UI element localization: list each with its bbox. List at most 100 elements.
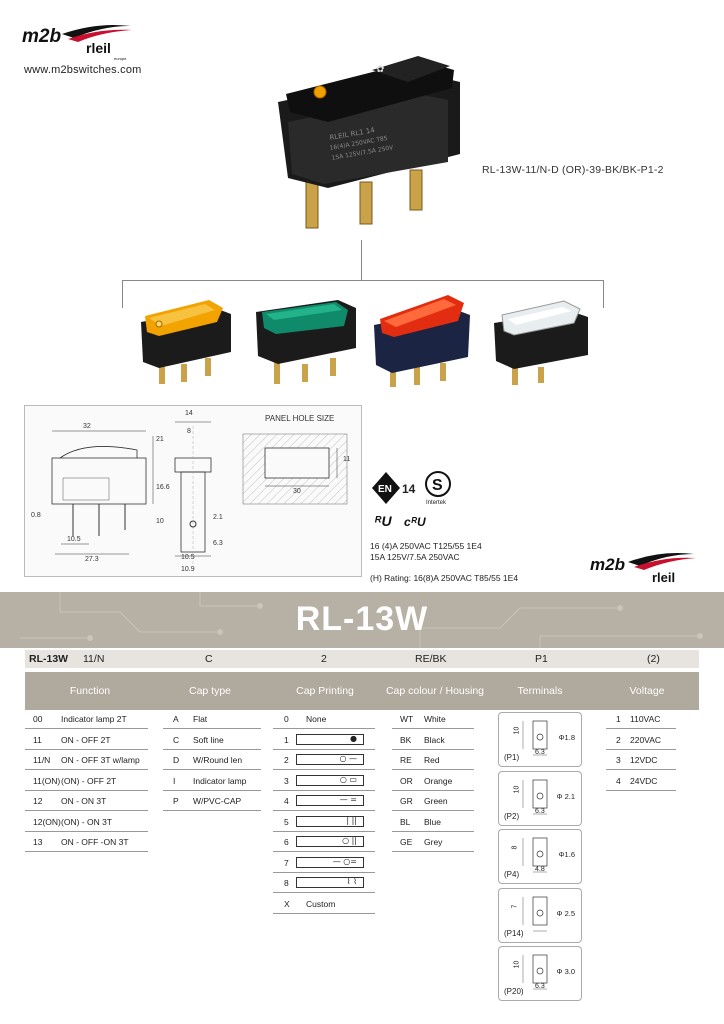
- code-voltage: (2): [647, 653, 660, 665]
- header-cap-type: Cap type: [188, 685, 232, 697]
- cap-type-row-code: I: [173, 775, 176, 786]
- code-cap-type: C: [205, 653, 213, 665]
- tree-bar: [122, 280, 604, 281]
- voltage-row-code: 4: [616, 775, 621, 786]
- colour-row-divider: [392, 830, 474, 832]
- header-terminals: Terminals: [517, 685, 563, 697]
- terminal-drawing: [522, 896, 548, 931]
- terminal-drawing: [522, 720, 548, 756]
- cap-type-row-desc: Flat: [193, 714, 208, 724]
- printing-row-divider: [273, 789, 375, 791]
- printing-sample-symbol: — =: [339, 795, 357, 804]
- svg-text:EN: EN: [378, 484, 392, 495]
- printing-sample-symbol: ○ ||: [342, 836, 357, 845]
- printing-row-code: X: [284, 898, 290, 909]
- svg-text:europe: europe: [114, 56, 127, 61]
- svg-text:m2b: m2b: [22, 26, 61, 47]
- printing-row-code: 4: [284, 796, 289, 806]
- function-row-divider: [25, 830, 148, 832]
- function-row-divider: [25, 851, 148, 852]
- colour-row-code: GR: [400, 796, 413, 806]
- function-row-desc: Indicator lamp 2T: [61, 714, 127, 724]
- m2b-rleil-logo: m2b rleil europe: [22, 25, 132, 61]
- rating-3: (H) Rating: 16(8)A 250VAC T85/55 1E4: [370, 573, 519, 583]
- function-row-desc: ON - OFF 2T: [61, 734, 111, 745]
- terminal-lead: 10: [513, 726, 521, 735]
- printing-row-code: 8: [284, 878, 289, 888]
- cap-type-row-divider: [163, 810, 261, 811]
- terminal-drawing: [522, 837, 548, 873]
- variant-red-switch: [374, 295, 470, 387]
- drawing-svg: [51, 421, 348, 566]
- printing-row-divider: [273, 748, 375, 750]
- header-cap-printing: Cap Printing: [296, 685, 354, 697]
- product-model-code: RL-13W-11/N-D (OR)-39-BK/BK-P1-2: [482, 164, 664, 176]
- voltage-row-desc: 220VAC: [630, 734, 662, 745]
- printing-sample-box: | ||: [296, 815, 364, 827]
- header-colour: Cap colour / Housing: [385, 685, 485, 697]
- colour-row-divider: [392, 851, 474, 852]
- function-row-divider: [25, 769, 148, 770]
- terminal-hole-dia: Φ 2.5: [556, 908, 576, 918]
- colour-row-desc: Black: [424, 734, 445, 745]
- intertek-label: Intertek: [426, 500, 447, 506]
- terminal-width: 4.8: [535, 866, 545, 873]
- colour-row-desc: White: [424, 714, 446, 724]
- voltage-row-code: 2: [616, 734, 621, 745]
- terminal-lead: 7: [511, 904, 519, 908]
- printing-row-code: 2: [284, 755, 289, 765]
- colour-row-desc: Red: [424, 755, 440, 765]
- colour-row-code: BL: [400, 816, 411, 827]
- rating-2: 15A 125V/7.5A 250VAC: [370, 552, 460, 562]
- cap-type-row-desc: Indicator lamp: [193, 775, 247, 786]
- svg-text:cᴿU: cᴿU: [404, 515, 426, 529]
- printing-sample-symbol: ●: [350, 733, 357, 743]
- technical-drawing: 32 14 8 21 16.6 10 0.8 10.5 27.3 2.1 6.3…: [24, 405, 362, 577]
- dim-hole-dia: 2.1: [213, 514, 223, 521]
- function-row-code: 11: [33, 734, 42, 745]
- dim-pin-b: 6.3: [213, 540, 223, 547]
- terminal-hole-dia: Φ1.6: [558, 850, 575, 859]
- voltage-row-desc: 24VDC: [630, 775, 658, 786]
- printing-row-code: 0: [284, 714, 289, 724]
- variant-green-switch: [256, 300, 356, 384]
- printing-sample-box: ○ ▭: [296, 774, 364, 786]
- colour-row-divider: [392, 810, 474, 811]
- cap-type-row-divider: [163, 789, 261, 791]
- tree-stem: [361, 240, 362, 280]
- panel-hole-title: PANEL HOLE SIZE: [265, 414, 335, 423]
- tree-drop-2: [603, 280, 604, 308]
- certification-marks: EN S ᴿU cᴿU: [372, 471, 451, 529]
- svg-text:✿: ✿: [376, 64, 384, 75]
- terminal-lead: 10: [513, 785, 521, 793]
- cap-type-row-code: C: [173, 734, 180, 745]
- website-link[interactable]: www.m2bswitches.com: [24, 64, 142, 76]
- printing-row-code: 5: [284, 816, 289, 827]
- cap-type-row-code: P: [173, 796, 179, 806]
- terminal-label: (P4): [504, 870, 520, 879]
- printing-row-desc: None: [306, 714, 327, 724]
- panel-height: 11: [343, 456, 351, 463]
- colour-row-desc: Blue: [424, 816, 442, 827]
- svg-text:ᴿU: ᴿU: [374, 513, 392, 529]
- voltage-row-code: 3: [616, 755, 621, 765]
- printing-row-desc: Custom: [306, 898, 336, 909]
- function-row-divider: [25, 748, 148, 750]
- m2b-rleil-logo-small: m2b rleil: [590, 553, 696, 585]
- terminal-hole-dia: Φ 3.0: [556, 967, 576, 976]
- header-function: Function: [69, 685, 111, 697]
- voltage-row-divider: [606, 789, 676, 791]
- printing-sample-box: ⌇ ⌇: [296, 877, 364, 888]
- printing-sample-symbol: ⌇ ⌇: [346, 877, 357, 886]
- printing-row-code: 1: [284, 734, 289, 745]
- colour-row-divider: [392, 769, 474, 770]
- printing-sample-symbol: ○ —: [339, 754, 357, 763]
- code-model: RL-13W: [29, 653, 69, 665]
- header-voltage: Voltage: [629, 685, 665, 697]
- function-row-code: 12(ON): [33, 816, 61, 827]
- function-row-desc: ON - OFF -ON 3T: [61, 837, 129, 847]
- colour-row-code: GE: [400, 837, 413, 847]
- svg-text:rleil: rleil: [652, 570, 675, 585]
